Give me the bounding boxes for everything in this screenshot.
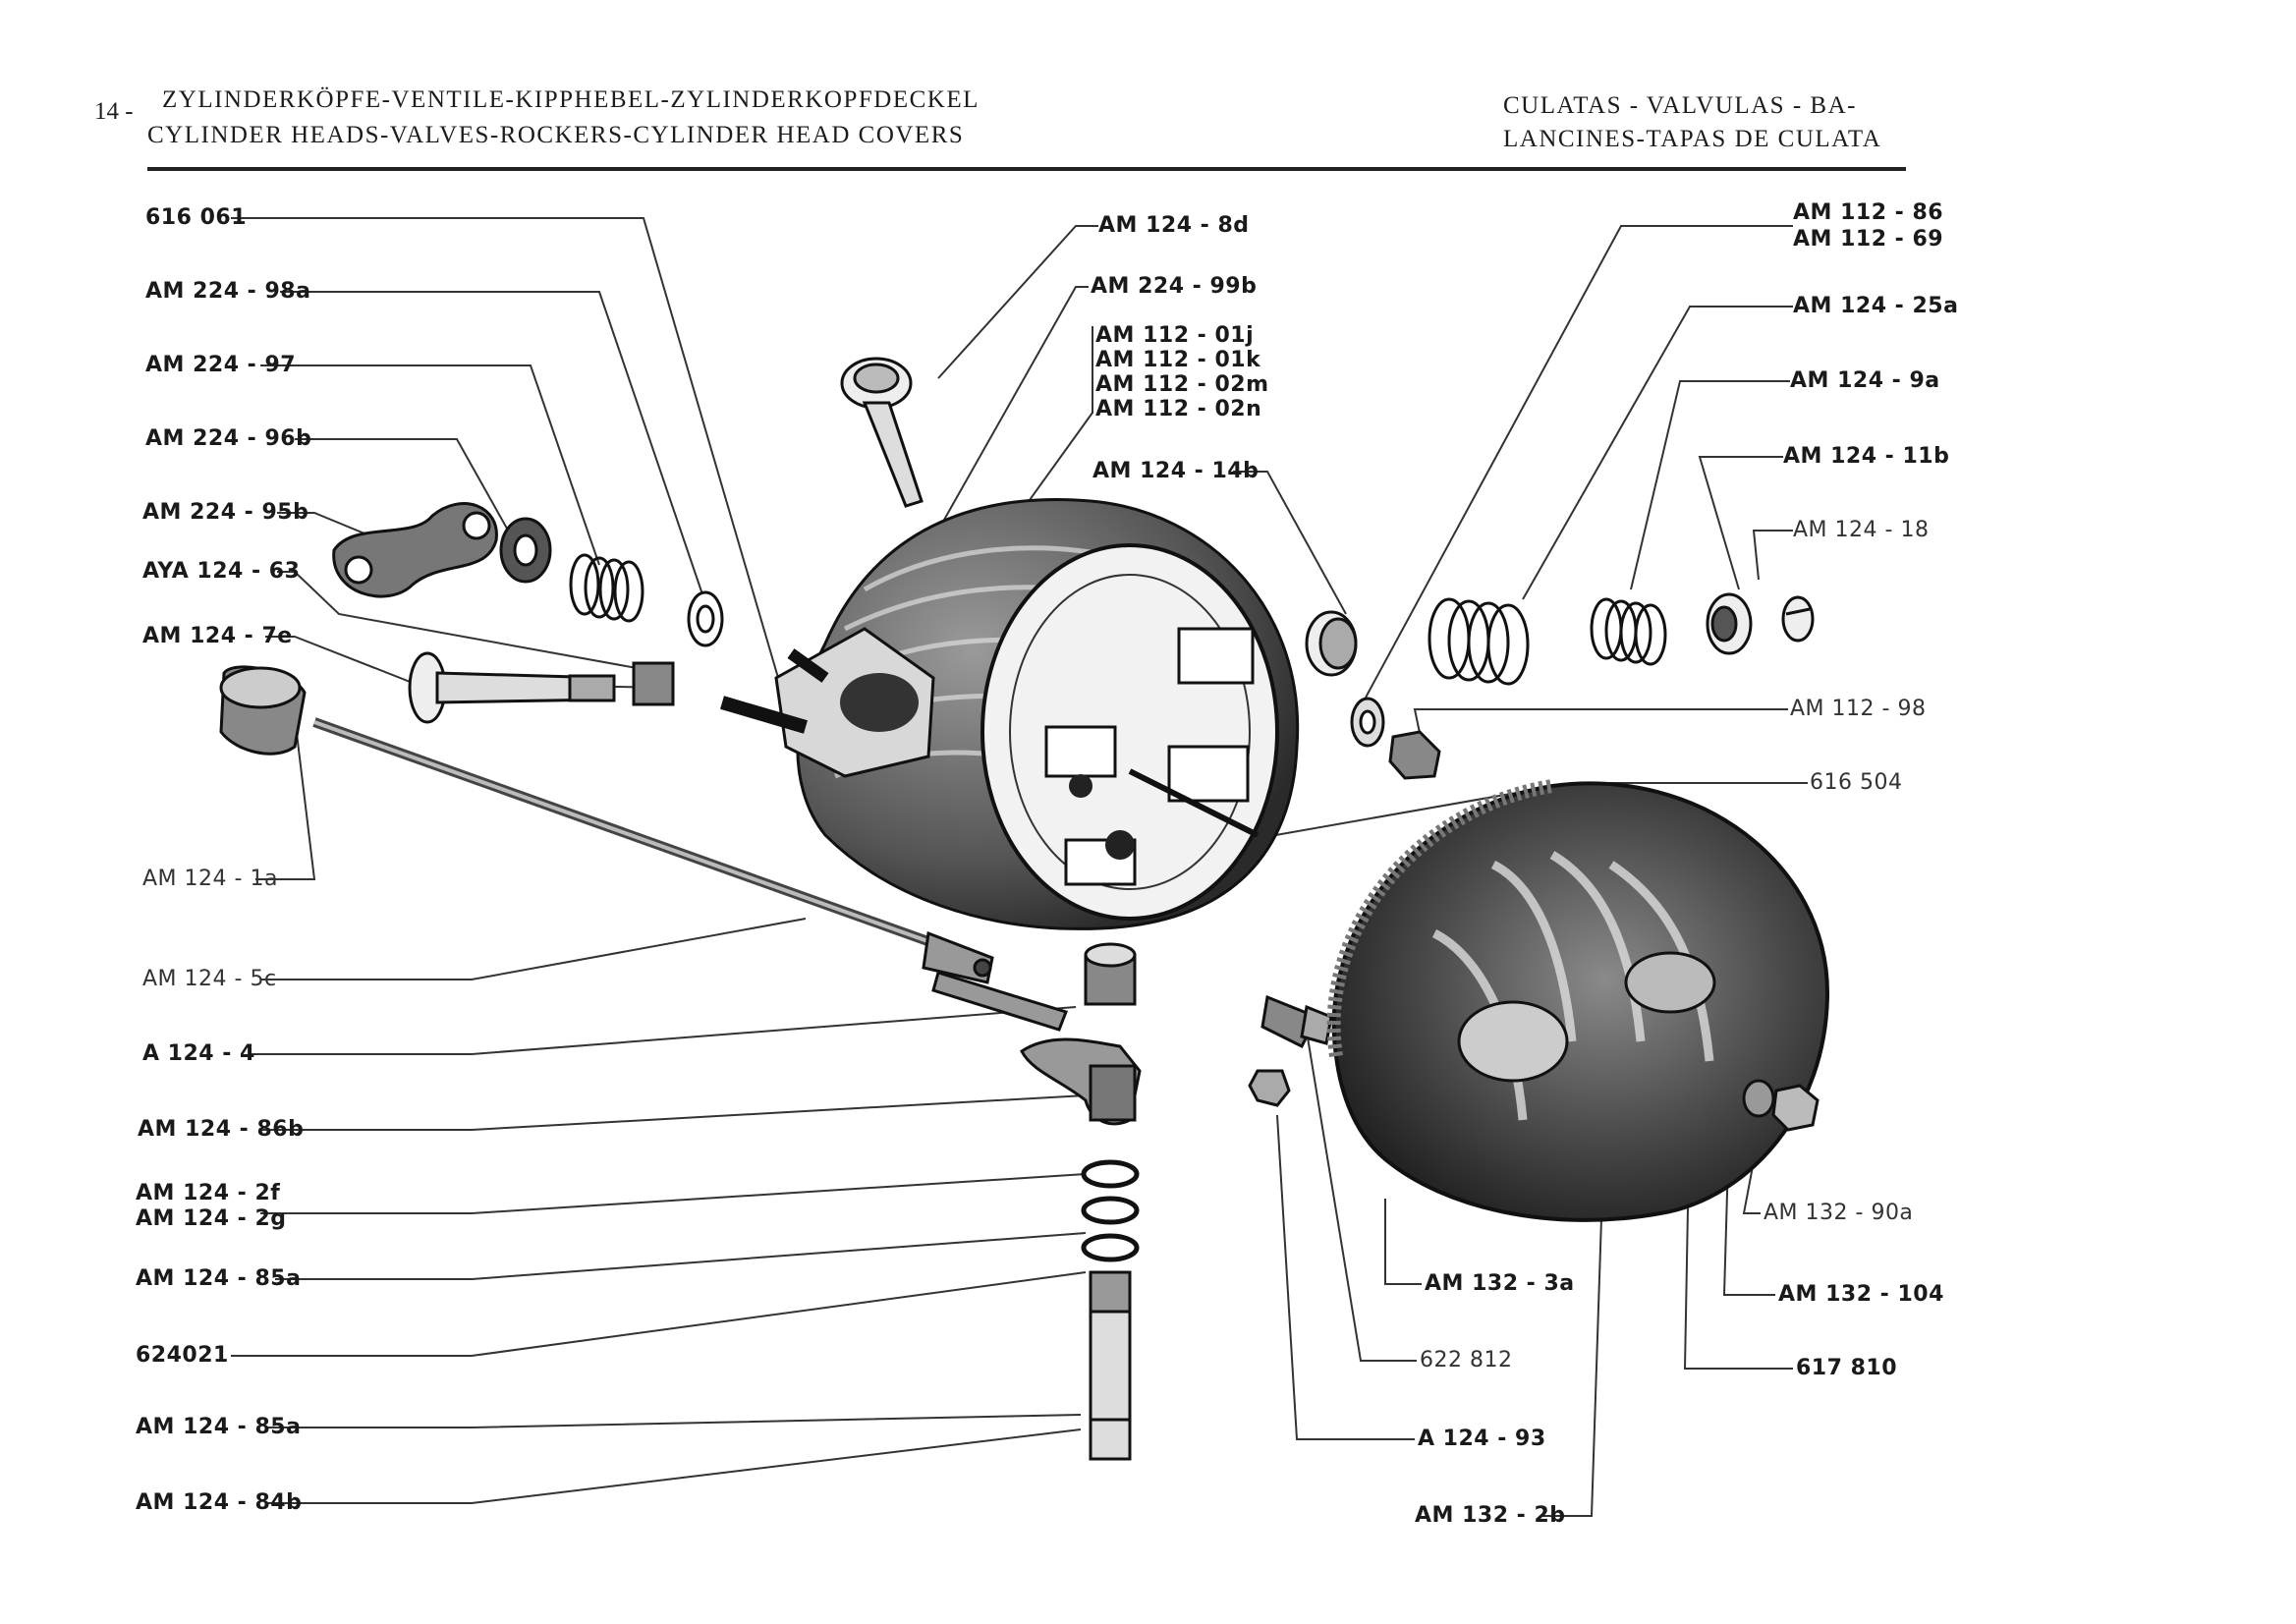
label-am124-18: AM 124 - 18	[1793, 518, 1930, 542]
valve-collet	[1781, 595, 1815, 643]
label-a124-4: A 124 - 4	[142, 1041, 255, 1066]
label-622812: 622 812	[1420, 1348, 1513, 1372]
header-title-spanish-line2: LANCINES-TAPAS DE CULATA	[1503, 126, 1882, 152]
valve-spring-small-right	[1590, 597, 1667, 666]
leader-lines-left	[231, 217, 1087, 1504]
plug-screw	[1388, 730, 1441, 780]
label-am112-69: AM 112 - 69	[1793, 227, 1944, 252]
valve-spring-large-right	[1428, 597, 1530, 686]
label-am112-01k: AM 112 - 01k	[1095, 348, 1261, 372]
label-am124-86b: AM 124 - 86b	[138, 1117, 305, 1142]
page-number: 14 -	[94, 98, 134, 125]
label-616504: 616 504	[1810, 770, 1903, 795]
rocker-lever	[1020, 1037, 1142, 1126]
label-am224-98a: AM 224 - 98a	[145, 279, 311, 304]
label-am132-3a: AM 132 - 3a	[1425, 1271, 1575, 1296]
label-am124-1a: AM 124 - 1a	[142, 867, 278, 891]
header-title-german: ZYLINDERKÖPFE-VENTILE-KIPPHEBEL-ZYLINDER…	[162, 86, 980, 113]
label-am124-9a: AM 124 - 9a	[1790, 368, 1940, 393]
spring-seat-left	[499, 517, 552, 584]
label-616061: 616 061	[145, 205, 248, 230]
label-am224-99b: AM 224 - 99b	[1091, 274, 1258, 299]
label-am124-5c: AM 124 - 5c	[142, 967, 277, 991]
label-am124-14b: AM 124 - 14b	[1092, 459, 1260, 483]
label-am124-11b: AM 124 - 11b	[1783, 444, 1950, 469]
label-617810: 617 810	[1796, 1356, 1898, 1380]
valve-guide-nut	[632, 661, 675, 706]
label-am112-01j: AM 112 - 01j	[1095, 323, 1255, 348]
header-title-english: CYLINDER HEADS-VALVES-ROCKERS-CYLINDER H…	[147, 122, 965, 148]
label-am132-104: AM 132 - 104	[1778, 1282, 1944, 1307]
valve-spring-seat-right	[1305, 610, 1358, 677]
label-am112-98: AM 112 - 98	[1790, 697, 1927, 721]
label-am112-86: AM 112 - 86	[1793, 200, 1944, 225]
label-am124-85a-upper: AM 124 - 85a	[136, 1266, 302, 1291]
rocker-bushing	[1084, 942, 1137, 1006]
label-am224-95b: AM 224 - 95b	[142, 500, 309, 525]
pushrod-assembly	[219, 665, 994, 984]
label-aya124-63: AYA 124 - 63	[142, 559, 301, 584]
rocker-shaft	[1089, 1270, 1132, 1461]
cylinder-head-illustration	[720, 498, 1300, 930]
label-am132-90a: AM 132 - 90a	[1764, 1201, 1914, 1225]
label-am112-02m: AM 112 - 02m	[1095, 372, 1269, 397]
label-a124-93: A 124 - 93	[1418, 1427, 1546, 1451]
bolt-and-nut	[1248, 994, 1333, 1107]
label-624021: 624021	[136, 1343, 229, 1368]
valve-left	[408, 651, 616, 724]
label-am124-85a-lower: AM 124 - 85a	[136, 1415, 302, 1439]
cylinder-head-cover	[1326, 779, 1830, 1222]
washer-right	[1350, 697, 1385, 748]
label-am124-84b: AM 124 - 84b	[136, 1490, 303, 1515]
label-am132-2b: AM 132 - 2b	[1415, 1503, 1566, 1528]
header-title-spanish-line1: CULATAS - VALVULAS - BA-	[1503, 92, 1857, 119]
rocker-arm	[332, 502, 498, 598]
label-am124-2g: AM 124 - 2g	[136, 1206, 287, 1231]
label-am224-97: AM 224 - 97	[145, 353, 297, 377]
o-rings	[1081, 1159, 1140, 1262]
header-divider	[147, 167, 1906, 171]
label-am124-7e: AM 124 - 7e	[142, 624, 293, 648]
label-am112-02n: AM 112 - 02n	[1095, 397, 1262, 421]
stud-bolt	[931, 958, 1068, 1032]
label-am124-8d: AM 124 - 8d	[1098, 213, 1250, 238]
breather-fitting	[1742, 1079, 1820, 1132]
label-am124-2f: AM 124 - 2f	[136, 1181, 281, 1205]
washer-left	[687, 590, 724, 647]
label-am124-25a: AM 124 - 25a	[1793, 294, 1959, 318]
valve-upper	[840, 357, 924, 508]
valve-spring-left	[569, 553, 644, 623]
spring-retainer-right	[1706, 592, 1753, 655]
label-am224-96b: AM 224 - 96b	[145, 426, 312, 451]
